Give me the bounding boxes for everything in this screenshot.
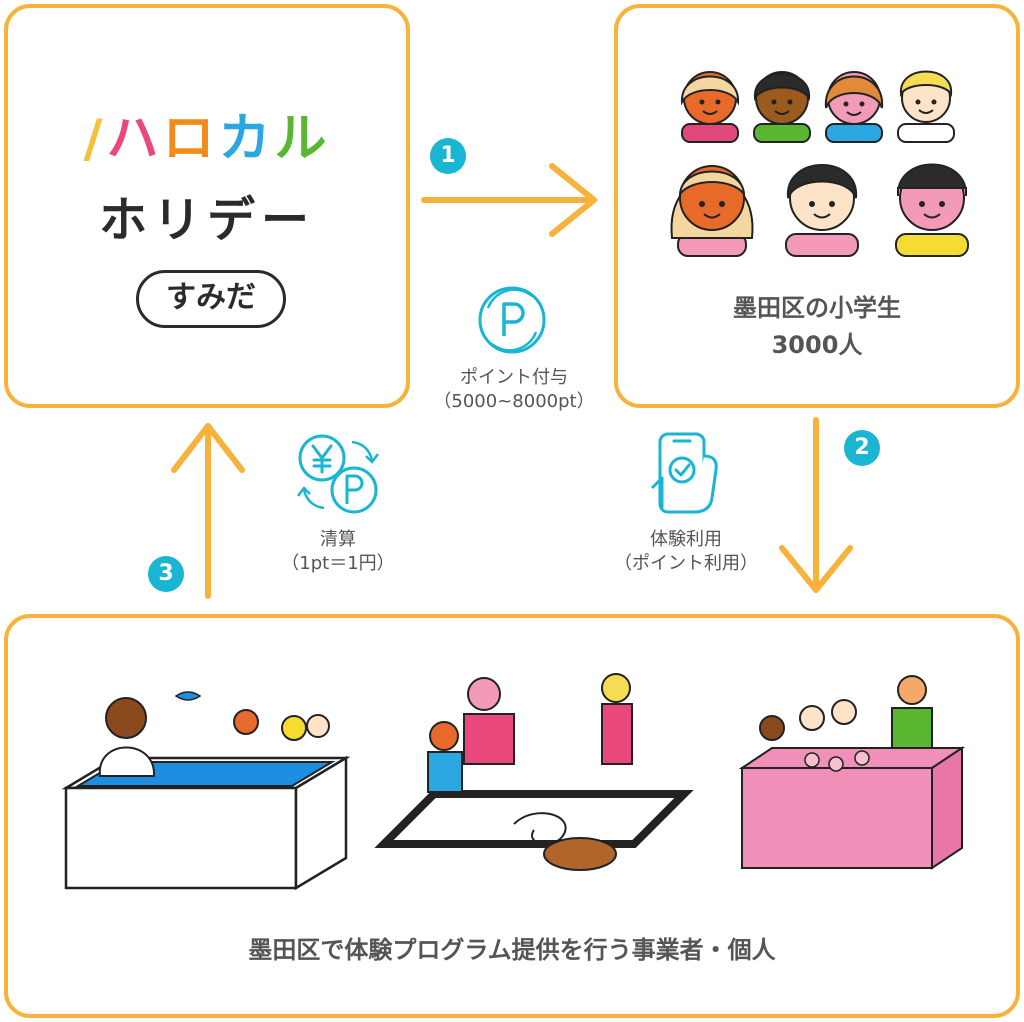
child-face-icon [895, 163, 969, 257]
child-face-icon [670, 165, 754, 257]
providers-box: 墨田区で体験プログラム提供を行う事業者・個人 [4, 614, 1020, 1018]
arrow-right-icon [421, 163, 597, 237]
students-box: 墨田区の小学生 3000人 [614, 4, 1020, 408]
children-faces-illustration [670, 70, 969, 257]
step-3-number: 3 [148, 556, 184, 592]
child-face-icon [785, 164, 859, 257]
step-3-sub: （1pt＝1円） [281, 553, 395, 575]
logo-char: ハ [106, 109, 163, 169]
logo-line-2: ホリデー [98, 192, 315, 248]
drawing-experience-illustration [374, 673, 694, 871]
step-2-title: 体験利用 [650, 529, 722, 550]
child-face-icon [680, 71, 740, 143]
smartphone-check-icon [650, 432, 718, 514]
point-coin-icon [478, 286, 546, 354]
cooking-experience-illustration [738, 675, 966, 870]
step-2-sub: （ポイント利用） [614, 553, 758, 575]
step-1-label: ポイント付与 （5000~8000pt） [404, 366, 624, 415]
step-3-label: 清算 （1pt＝1円） [238, 528, 438, 577]
step-2-label: 体験利用 （ポイント利用） [586, 528, 786, 577]
step-1-number: 1 [430, 138, 466, 174]
students-title: 墨田区の小学生 [733, 294, 901, 322]
logo-accent-mark: / [83, 109, 107, 169]
students-count: 3000人 [771, 331, 863, 360]
child-face-icon [897, 70, 955, 143]
logo-line-1: /ハロカル [8, 96, 406, 171]
logo-badge: すみだ [136, 270, 286, 328]
arrow-up-icon [171, 423, 245, 599]
step-1-sub: （5000~8000pt） [433, 391, 595, 413]
logo-box: /ハロカル ホリデー すみだ [4, 4, 410, 408]
logo-char: ロ [162, 109, 219, 169]
step-3-title: 清算 [320, 529, 356, 550]
step-2-number: 2 [844, 430, 880, 466]
child-face-icon [824, 71, 884, 143]
step-1-title: ポイント付与 [460, 367, 568, 388]
fishing-experience-illustration [61, 691, 351, 891]
providers-title: 墨田区で体験プログラム提供を行う事業者・個人 [248, 936, 776, 964]
yen-point-exchange-icon [297, 434, 379, 514]
students-caption: 墨田区の小学生 3000人 [618, 290, 1016, 364]
child-face-icon [753, 71, 811, 143]
logo-char: ル [274, 109, 331, 169]
arrow-down-icon [779, 417, 853, 593]
logo-char: カ [218, 109, 275, 169]
